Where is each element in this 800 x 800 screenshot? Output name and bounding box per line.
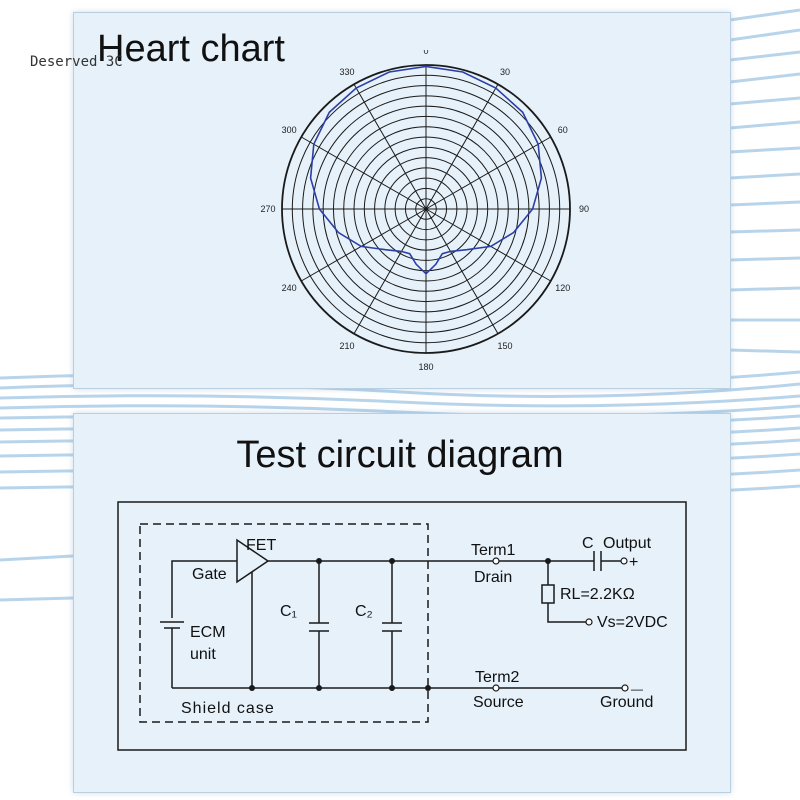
circuit-panel [73,413,731,793]
label-ground: Ground [600,694,653,711]
polar-spoke [425,84,499,210]
polar-angle-label: 300 [282,125,297,135]
polar-angle-label: 0 [423,50,428,56]
label-c1: C₁ [280,603,297,620]
polar-angle-label: 180 [418,362,433,372]
polar-angle-label: 330 [339,67,354,77]
label-drain: Drain [474,569,512,586]
shield-case-outline [139,523,429,723]
output-capacitor [593,551,622,571]
label-gate: Gate [192,566,227,583]
label-ecm: ECM [190,624,226,641]
junction-drain-c1 [316,558,322,564]
terminal-term1 [492,557,500,565]
terminal-vs [585,618,593,626]
watermark: Deserved 3C [30,54,123,70]
ecm-element [160,621,184,629]
label-minus: — [631,682,643,696]
junction-ground-c2 [389,685,395,691]
label-rl: RL=2.2KΩ [560,586,635,603]
junction-drain-c2 [389,558,395,564]
polar-angle-label: 270 [260,204,275,214]
polar-spoke [353,84,427,210]
polar-spoke [301,208,427,282]
polar-spoke [301,136,427,210]
circuit-border [117,501,687,751]
polar-angle-labels: 0 30 60 90 120 150 180 210 240 270 300 330 [260,50,589,372]
heart-chart-title: Heart chart [97,28,285,70]
label-term2: Term2 [475,669,520,686]
polar-chart: 0 30 60 90 120 150 180 210 240 270 300 330 [260,50,589,372]
polar-angle-label: 150 [497,341,512,351]
label-output: Output [603,535,652,552]
terminal-term2 [492,684,500,692]
capacitor-c1 [309,561,329,688]
label-fet: FET [246,537,276,554]
load-resistor [541,584,555,604]
label-term1: Term1 [471,542,516,559]
gate-wire [171,560,237,618]
polar-pickup-pattern [309,65,543,275]
polar-angle-label: 210 [339,341,354,351]
junction-ground-fet [249,685,255,691]
junction-drain-rl [545,558,551,564]
capacitor-c2 [382,561,402,688]
heart-chart-panel [73,12,731,389]
circuit-title: Test circuit diagram [236,434,564,476]
polar-spoke [353,208,427,334]
terminal-ground [621,684,629,692]
polar-grid [281,64,571,354]
junction-ground-c1 [316,685,322,691]
load-resistor-lead [547,561,586,623]
terminal-output [620,557,628,565]
label-c: C [582,535,594,552]
polar-angle-label: 30 [500,67,510,77]
polar-angle-label: 60 [558,125,568,135]
polar-angle-label: 240 [282,283,297,293]
label-c2: C₂ [355,603,373,620]
label-vs: Vs=2VDC [597,614,668,631]
label-source: Source [473,694,524,711]
polar-spoke [425,136,551,210]
label-plus: + [629,554,638,571]
label-unit: unit [190,646,216,663]
polar-spoke [425,208,551,282]
polar-angle-label: 90 [579,204,589,214]
polar-angle-label: 120 [555,283,570,293]
polar-spoke [425,208,499,334]
junction-ground-shield [425,685,431,691]
label-shield-case: Shield case [181,700,275,717]
